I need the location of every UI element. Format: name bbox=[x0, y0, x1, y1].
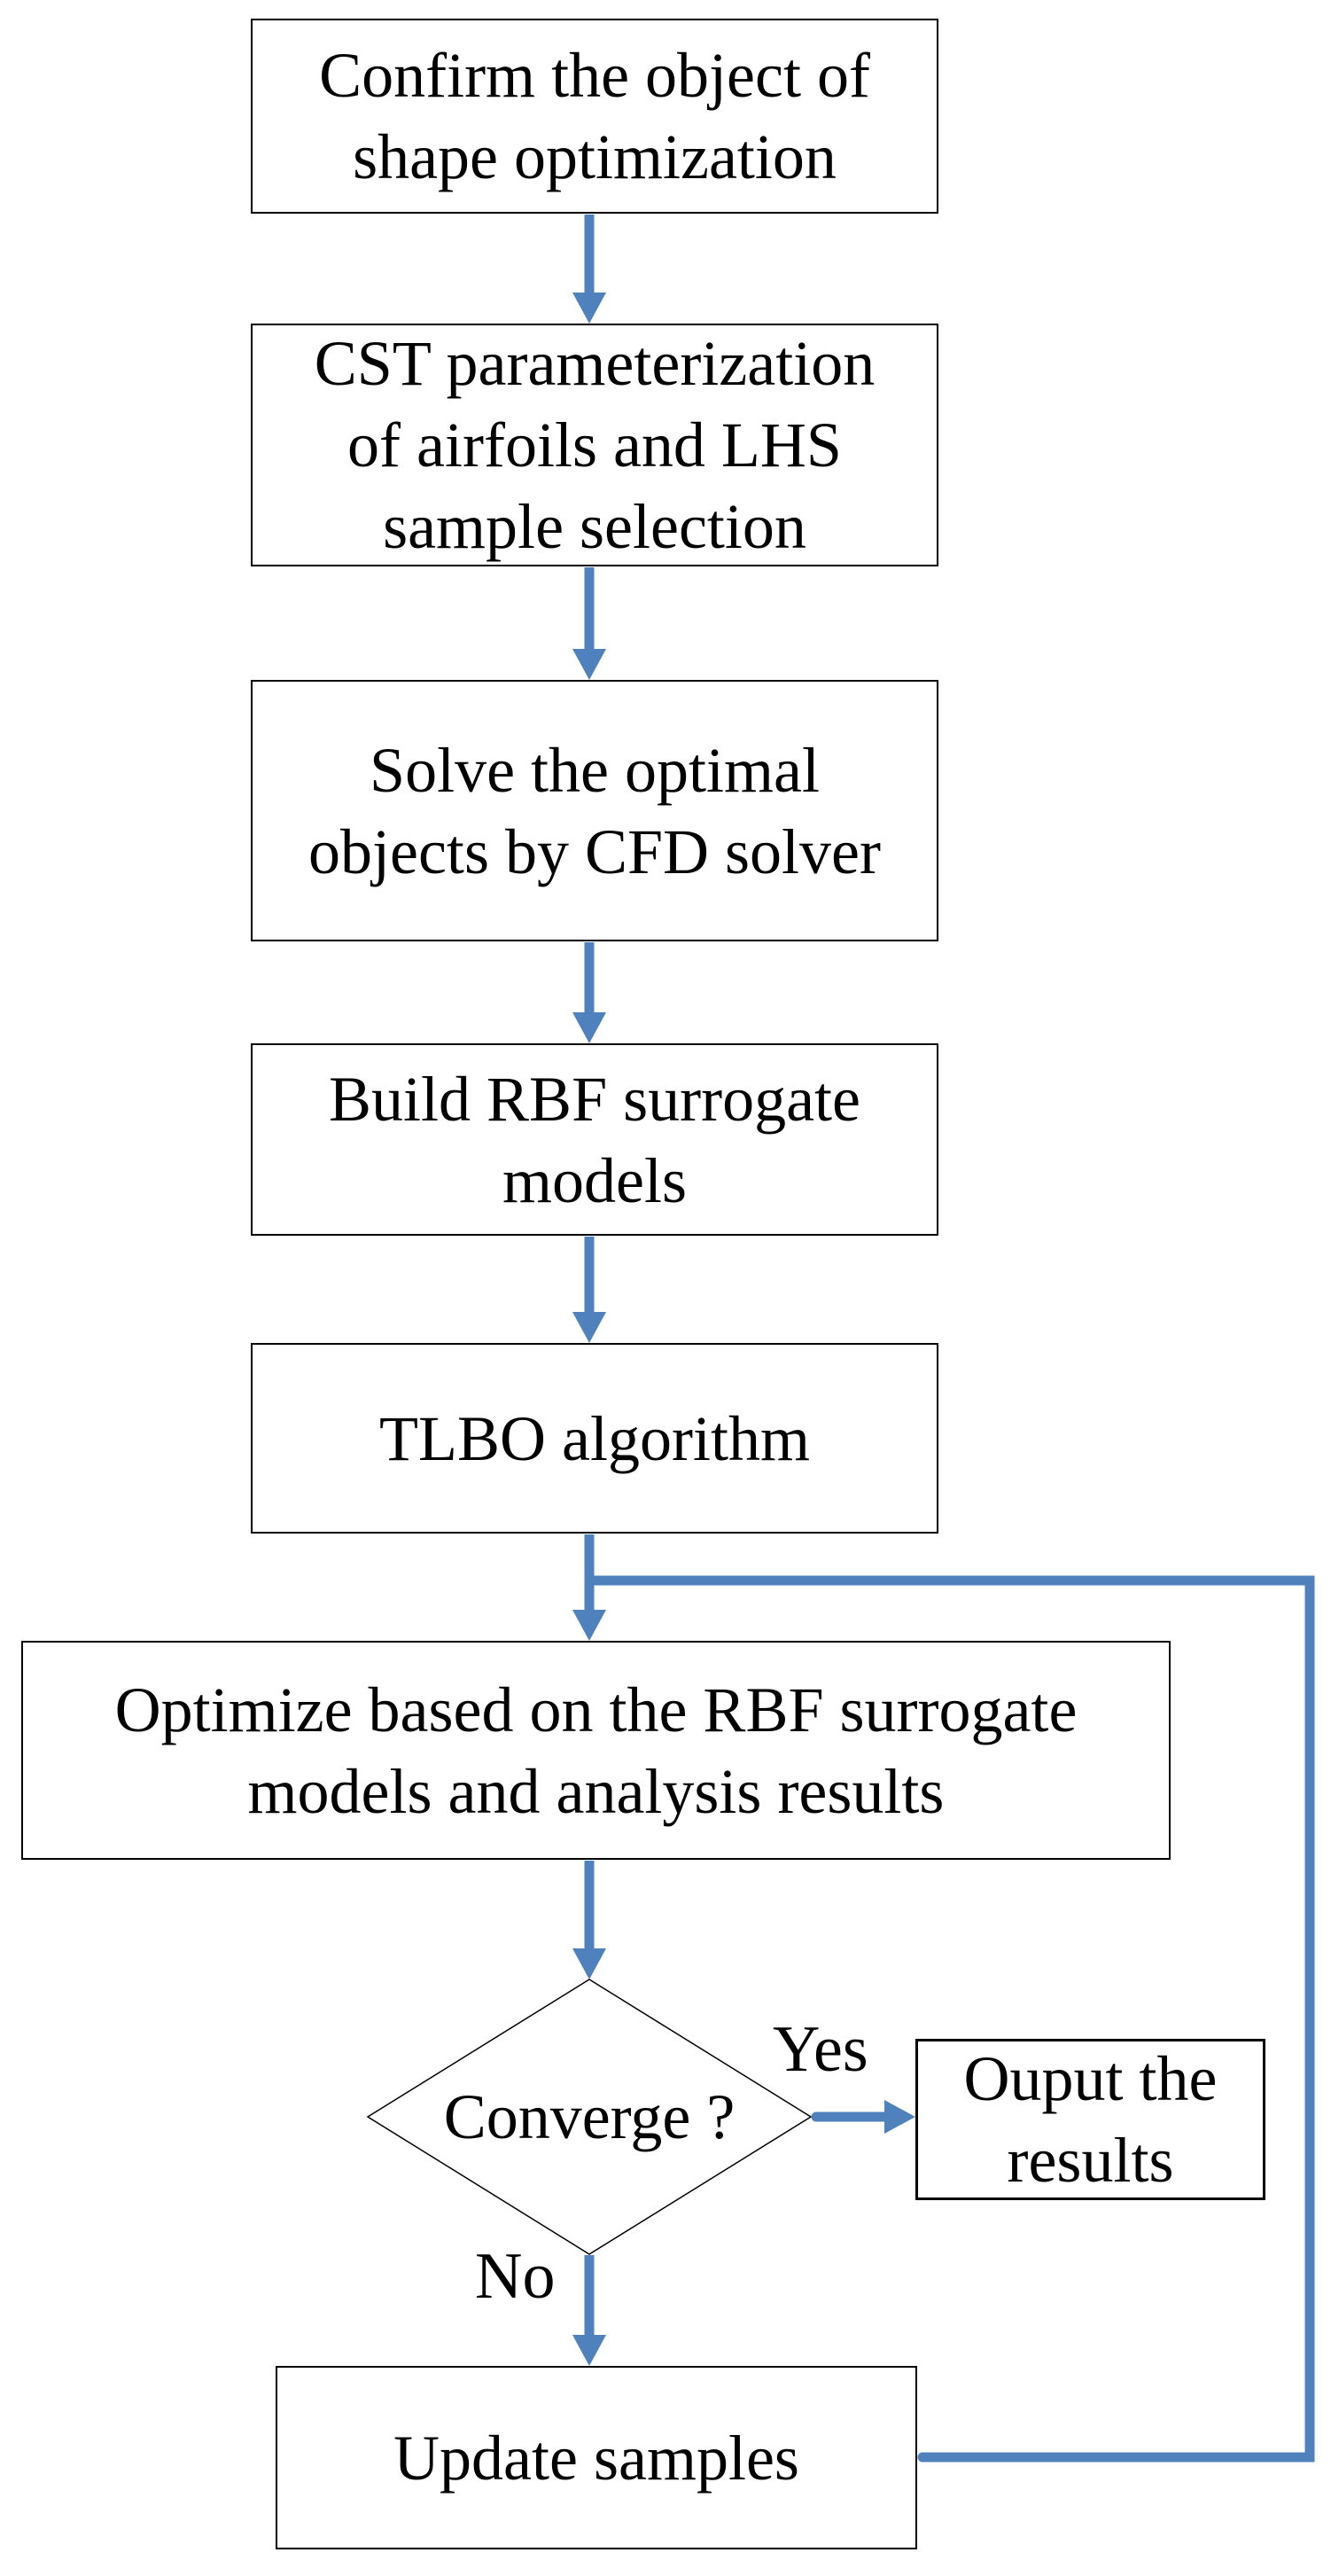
arrow-confirm-to-cst bbox=[572, 215, 606, 324]
node-confirm-objective: Confirm the object of shape optimization bbox=[251, 19, 938, 214]
arrow-converge-no-to-update bbox=[572, 2255, 606, 2366]
edge-label-no: No bbox=[475, 2240, 556, 2313]
node-cst-label: CST parameterization of airfoils and LHS… bbox=[314, 328, 876, 562]
node-converge-decision: Converge ? bbox=[368, 1979, 811, 2254]
node-output-results: Ouput the results bbox=[915, 2039, 1265, 2200]
arrow-optimize-to-converge bbox=[572, 1861, 606, 1979]
node-update-label: Update samples bbox=[393, 2422, 799, 2494]
node-output-label: Ouput the results bbox=[963, 2043, 1218, 2196]
feedback-loop-line bbox=[584, 1575, 1315, 2463]
node-converge-label: Converge ? bbox=[443, 2081, 736, 2152]
node-tlbo-label: TLBO algorithm bbox=[379, 1402, 810, 1474]
arrow-converge-yes-to-output bbox=[811, 2100, 915, 2134]
node-build-label: Build RBF surrogate models bbox=[328, 1063, 860, 1216]
arrow-tlbo-to-optimize bbox=[572, 1534, 606, 1641]
arrow-cst-to-solve bbox=[572, 567, 606, 680]
node-optimize-surrogate: Optimize based on the RBF surrogate mode… bbox=[21, 1641, 1171, 1860]
edge-label-yes: Yes bbox=[773, 2013, 868, 2086]
node-build-rbf: Build RBF surrogate models bbox=[251, 1043, 938, 1236]
node-update-samples: Update samples bbox=[276, 2366, 917, 2549]
node-confirm-label: Confirm the object of shape optimization bbox=[319, 40, 870, 192]
node-cst-parameterization: CST parameterization of airfoils and LHS… bbox=[251, 324, 938, 566]
node-solve-cfd: Solve the optimal objects by CFD solver bbox=[251, 680, 938, 941]
node-optimize-label: Optimize based on the RBF surrogate mode… bbox=[114, 1674, 1078, 1827]
node-tlbo-algorithm: TLBO algorithm bbox=[251, 1343, 938, 1534]
arrow-solve-to-build bbox=[572, 942, 606, 1043]
node-solve-label: Solve the optimal objects by CFD solver bbox=[308, 734, 881, 887]
arrow-build-to-tlbo bbox=[572, 1237, 606, 1343]
decision-diamond-shape bbox=[366, 1979, 813, 2255]
